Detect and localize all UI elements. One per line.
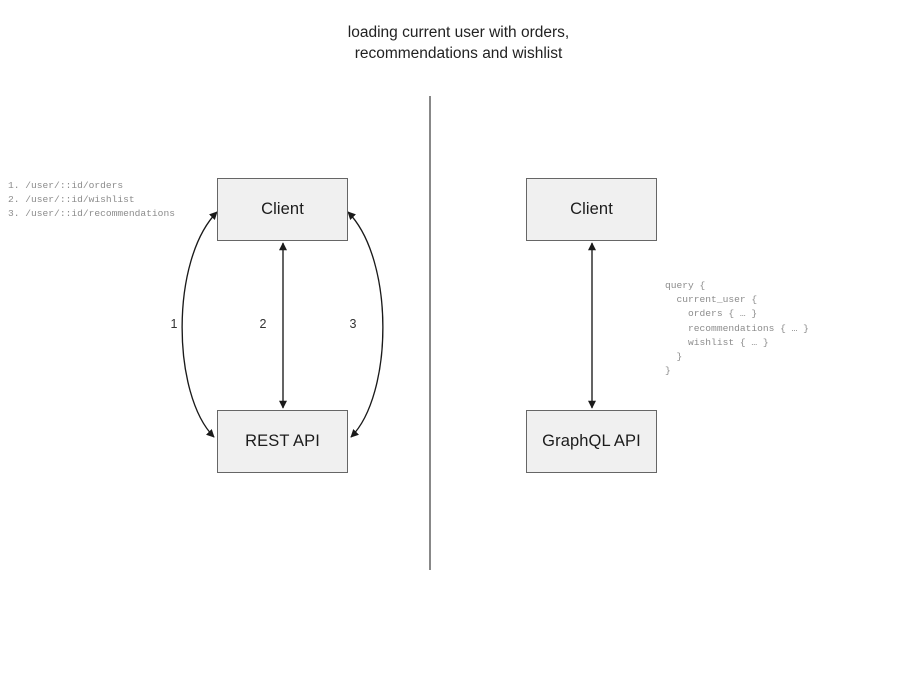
edge-label-1: 1 — [170, 317, 178, 331]
node-client-rest[interactable]: Client — [217, 178, 348, 241]
node-rest-api[interactable]: REST API — [217, 410, 348, 473]
edge-rest-1 — [181, 211, 218, 438]
page-title: loading current user with orders, recomm… — [347, 24, 570, 62]
edge-label-3: 3 — [349, 317, 357, 331]
node-client-graphql[interactable]: Client — [526, 178, 657, 241]
graphql-query-block: query { current_user { orders { … } reco… — [665, 280, 809, 377]
node-graphql-api[interactable]: GraphQL API — [526, 410, 657, 473]
edge-rest-3 — [347, 211, 384, 438]
edge-label-2: 2 — [259, 317, 267, 331]
rest-endpoint-list: 1. /user/::id/orders 2. /user/::id/wishl… — [8, 180, 175, 220]
